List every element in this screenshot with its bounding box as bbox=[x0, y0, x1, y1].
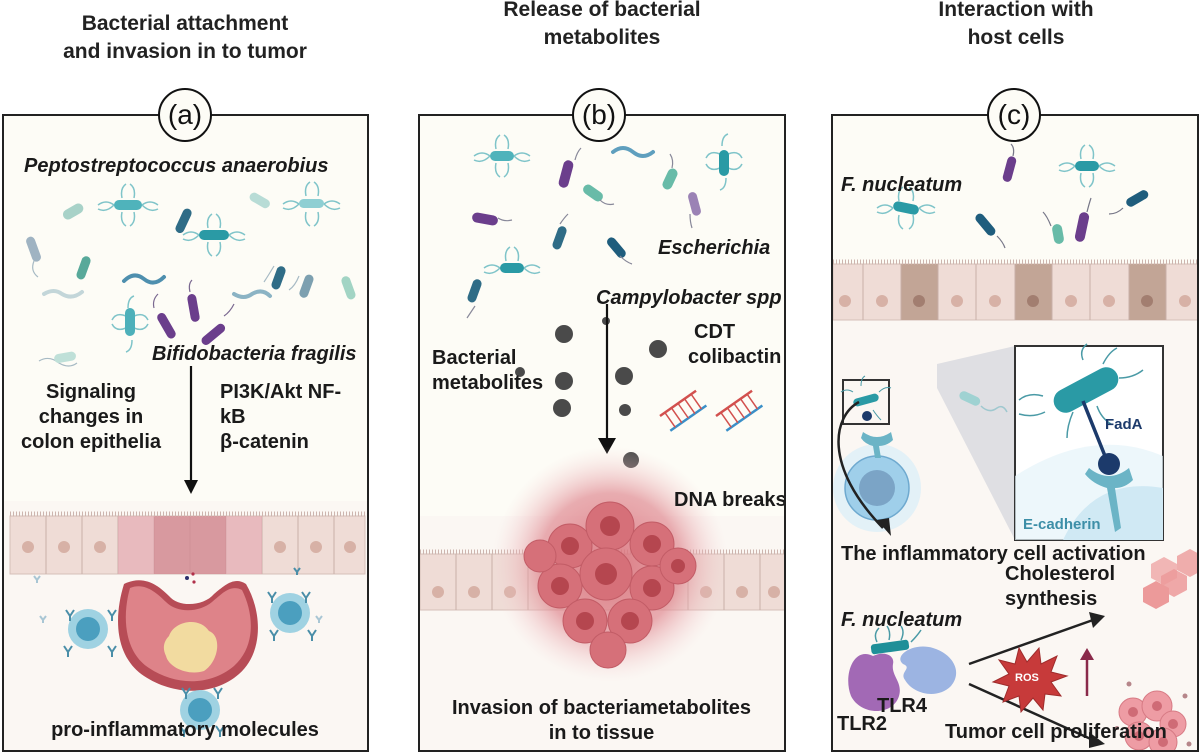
zoom-inset-icon bbox=[840, 343, 1164, 541]
panel-label-c: (c) bbox=[987, 88, 1041, 142]
ros-label: ROS bbox=[1015, 672, 1039, 684]
epithelium-icon bbox=[833, 259, 1197, 321]
dna-break-icon bbox=[659, 389, 764, 432]
panel-b-illustration bbox=[420, 133, 784, 682]
bacteria-icon bbox=[466, 133, 743, 319]
bacteria-icon bbox=[26, 181, 356, 367]
tlr4-label: TLR4 bbox=[877, 695, 927, 717]
toxin-colibactin: colibactin bbox=[688, 346, 782, 368]
heading-panel-a: Bacterial attachment and invasion in to … bbox=[0, 10, 370, 66]
heading-b-line-1: Release of bacterial bbox=[503, 0, 701, 21]
heading-b-line-2: metabolites bbox=[543, 26, 661, 49]
heading-a-line-1: Bacterial attachment bbox=[81, 12, 289, 35]
bacteria-icon bbox=[876, 143, 1149, 249]
bacterial-metabolites-label: Bacterial metabolites bbox=[432, 346, 543, 396]
panel-a-illustration bbox=[9, 181, 366, 737]
species-f-nucleatum-bottom: F. nucleatum bbox=[841, 609, 963, 631]
pathway-line-3: β-catenin bbox=[220, 431, 309, 453]
arrow-down-icon bbox=[184, 366, 198, 494]
panel-c-illustration bbox=[833, 143, 1197, 750]
species-escherichia: Escherichia bbox=[658, 237, 771, 259]
cholesterol-line-1: Cholesterol bbox=[1005, 563, 1116, 585]
species-f-nucleatum-top: F. nucleatum bbox=[841, 174, 963, 196]
heading-c-line-1: Interaction with bbox=[938, 0, 1094, 21]
tumor-proliferation-label: Tumor cell proliferation bbox=[945, 721, 1167, 743]
cholesterol-hexagon-icon bbox=[1143, 549, 1197, 609]
pathway-line-2: kB bbox=[220, 406, 246, 428]
toxin-cdt: CDT bbox=[694, 321, 736, 343]
panel-label-a: (a) bbox=[158, 88, 212, 142]
signaling-line-1: Signaling bbox=[46, 381, 136, 403]
pathway-arrows bbox=[968, 612, 1105, 748]
tlr-receptor-icon bbox=[848, 625, 957, 711]
pathway-label: PI3K/Akt NF- kB β-catenin bbox=[220, 380, 341, 455]
metabolites-line-2: metabolites bbox=[432, 372, 544, 394]
epithelium-icon bbox=[9, 511, 366, 575]
dna-breaks-label: DNA breaks bbox=[674, 489, 786, 511]
invasion-line-2: in to tissue bbox=[548, 722, 655, 744]
invasion-label: Invasion of bacteriametabolites in to ti… bbox=[420, 696, 783, 746]
heading-c-line-2: host cells bbox=[967, 26, 1065, 49]
cholesterol-synthesis-label: Cholesterol synthesis bbox=[1005, 562, 1115, 612]
up-arrow-icon bbox=[1080, 648, 1094, 696]
pathway-line-1: PI3K/Akt NF- bbox=[220, 381, 342, 403]
tumor-mass-icon bbox=[492, 446, 728, 682]
pro-inflammatory-label: pro-inflammatory molecules bbox=[51, 719, 319, 741]
tumor-icon bbox=[118, 572, 258, 691]
invasion-line-1: Invasion of bacteriametabolites bbox=[452, 697, 751, 719]
species-campylobacter: Campylobacter spp bbox=[596, 287, 782, 309]
signaling-changes-label: Signaling changes in colon epithelia bbox=[10, 380, 172, 455]
panel-label-b: (b) bbox=[572, 88, 626, 142]
immune-cell-icon bbox=[68, 593, 310, 730]
antibody-icon bbox=[33, 567, 323, 737]
inflammatory-activation-label: The inflammatory cell activation bbox=[841, 543, 1146, 565]
panel-a: Peptostreptococcus anaerobius Bifidobact… bbox=[2, 114, 369, 752]
panel-b: Escherichia Campylobacter spp Bacterial … bbox=[418, 114, 786, 752]
signaling-line-3: colon epithelia bbox=[20, 431, 162, 453]
tlr2-label: TLR2 bbox=[837, 713, 887, 735]
tumor-cluster-icon bbox=[1115, 681, 1192, 750]
species-peptostreptococcus: Peptostreptococcus anaerobius bbox=[24, 155, 329, 177]
heading-panel-c: Interaction with host cells bbox=[832, 0, 1200, 52]
heading-panel-b: Release of bacterial metabolites bbox=[418, 0, 786, 52]
signaling-line-2: changes in bbox=[38, 406, 144, 428]
arrow-down-icon bbox=[598, 304, 616, 454]
fada-label: FadA bbox=[1105, 416, 1143, 433]
species-bifidobacteria: Bifidobacteria fragilis bbox=[152, 343, 357, 365]
cholesterol-line-2: synthesis bbox=[1005, 588, 1098, 610]
toxins-label: CDT colibactin bbox=[688, 320, 781, 370]
panel-c: F. nucleatum FadA E-cadherin The inflamm… bbox=[831, 114, 1199, 752]
curved-arrow-icon bbox=[837, 400, 891, 536]
ros-burst-icon bbox=[991, 646, 1069, 714]
e-cadherin-label: E-cadherin bbox=[1023, 516, 1101, 533]
metabolites-line-1: Bacterial bbox=[432, 347, 517, 369]
immune-cell-icon bbox=[833, 432, 921, 532]
heading-a-line-2: and invasion in to tumor bbox=[63, 40, 307, 63]
